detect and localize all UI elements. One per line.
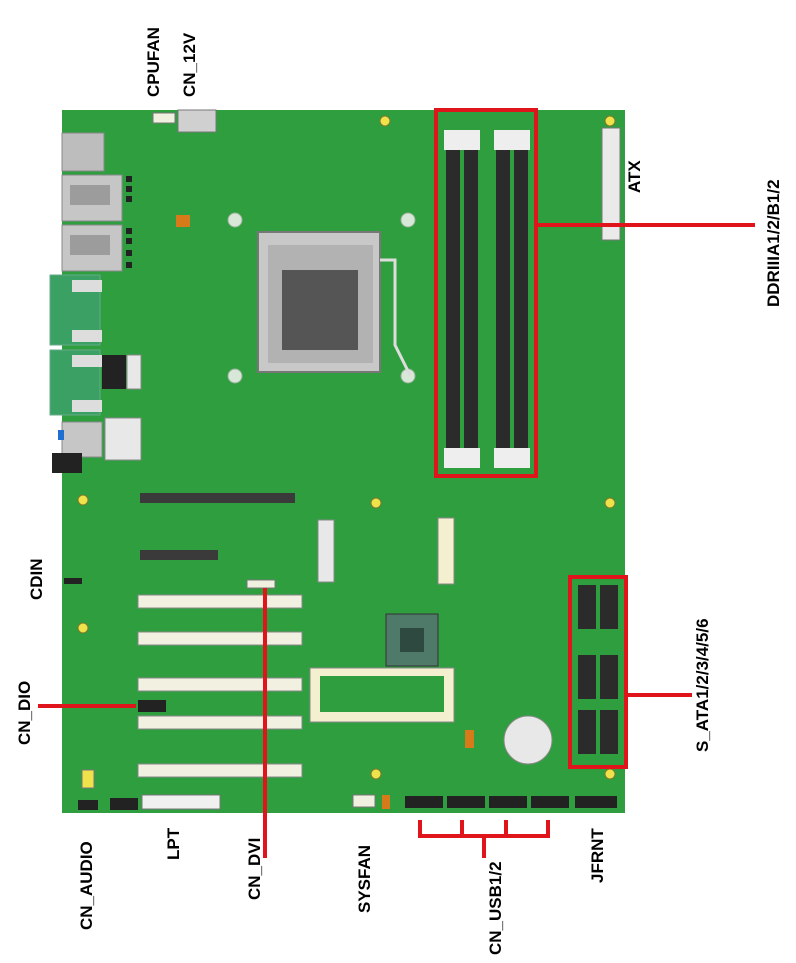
usb-bracket [418, 820, 550, 838]
pcie-slots [140, 493, 295, 560]
jfrnt-header [575, 796, 617, 808]
cpufan-connector [152, 112, 176, 124]
mini-pcie-slot [317, 519, 335, 583]
label-cdin: CDIN [27, 558, 46, 600]
label-ddr: DDRIIIA1/2/B1/2 [764, 179, 783, 307]
rear-io-ports [49, 132, 123, 473]
cn-dvi-header [246, 579, 276, 589]
label-cn-dio: CN_DIO [15, 680, 34, 745]
so-dimm-slot [309, 667, 455, 723]
sysfan-connector [352, 794, 376, 808]
audio-jack [81, 769, 95, 789]
dimm-highlight-box [434, 108, 538, 478]
label-atx: ATX [625, 160, 644, 193]
sata-highlight-box [568, 575, 628, 769]
cpu-socket [257, 231, 412, 376]
label-cn-dvi: CN_DVI [245, 837, 264, 900]
cpu-mount-holes [227, 212, 416, 384]
battery [503, 715, 553, 765]
mounting-holes [77, 115, 616, 780]
cdin-header [64, 578, 82, 584]
lpt-connector [141, 794, 221, 810]
label-jfrnt: JFRNT [588, 828, 607, 883]
msata-slot [437, 517, 455, 585]
label-sata: S_ATA1/2/3/4/5/6 [693, 618, 712, 752]
usb-headers [405, 796, 569, 808]
cn-audio-header [78, 800, 98, 810]
chipset-die [400, 628, 424, 652]
atx-connector [601, 127, 621, 241]
small-connector [382, 795, 390, 809]
dimm-slots [444, 130, 530, 468]
label-cn-audio: CN_AUDIO [77, 841, 96, 930]
label-cn-usb: CN_USB1/2 [486, 861, 505, 955]
io-headers [102, 176, 190, 461]
label-cpufan: CPUFAN [144, 27, 163, 97]
label-sysfan: SYSFAN [355, 844, 374, 913]
label-cn-12v: CN_12V [180, 32, 199, 97]
jumper [465, 730, 474, 748]
lpt-header-pins [110, 798, 138, 810]
sata-connectors [578, 585, 618, 754]
pci-slots [137, 594, 303, 778]
label-lpt: LPT [164, 827, 183, 860]
cn-12v-connector [177, 109, 217, 133]
cn-dio-header [138, 700, 166, 712]
